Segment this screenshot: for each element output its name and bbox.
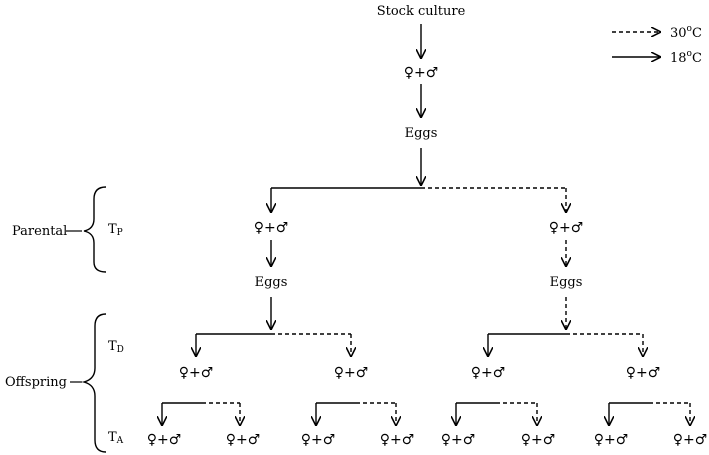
stock-chain: Stock culture ♀+♂ Eggs [377,4,466,185]
pair-td-1: ♀+♂ [179,365,214,381]
eggs-stock: Eggs [405,126,438,141]
offspring-ta: ♀+♂ ♀+♂ ♀+♂ ♀+♂ ♀+♂ ♀+♂ ♀+♂ ♀+♂ [147,402,708,448]
offspring-label: Offspring [5,375,67,390]
parental-split: ♀+♂ Eggs ♀+♂ Eggs [254,187,584,290]
pair-ta-1: ♀+♂ [147,432,182,448]
pair-td-3: ♀+♂ [471,365,506,381]
stock-culture-label: Stock culture [377,4,466,19]
pair-tp-left: ♀+♂ [254,220,289,236]
eggs-tp-left: Eggs [255,275,288,290]
pair-td-4: ♀+♂ [626,365,661,381]
pair-ta-5: ♀+♂ [441,432,476,448]
pair-ta-6: ♀+♂ [521,432,556,448]
pair-ta-4: ♀+♂ [380,432,415,448]
parental-label: Parental [12,224,67,239]
pair-td-2: ♀+♂ [334,365,369,381]
legend-cold-label: 18oC [670,49,702,66]
eggs-tp-right: Eggs [550,275,583,290]
pair-ta-7: ♀+♂ [594,432,629,448]
pair-ta-8: ♀+♂ [673,432,708,448]
stage-labels: Parental TP Offspring TD TA [5,186,124,453]
parental-bracket [83,186,107,273]
legend-hot-label: 30oC [670,24,702,41]
td-label: TD [108,339,124,355]
tp-label: TP [108,222,123,238]
pair-stock: ♀+♂ [404,65,439,81]
offspring-bracket [81,313,107,453]
pair-ta-2: ♀+♂ [226,432,261,448]
offspring-td: ♀+♂ ♀+♂ ♀+♂ ♀+♂ [179,297,661,381]
ta-label: TA [108,430,124,446]
pair-tp-right: ♀+♂ [549,220,584,236]
legend: 30oC 18oC [612,24,702,66]
pair-ta-3: ♀+♂ [301,432,336,448]
